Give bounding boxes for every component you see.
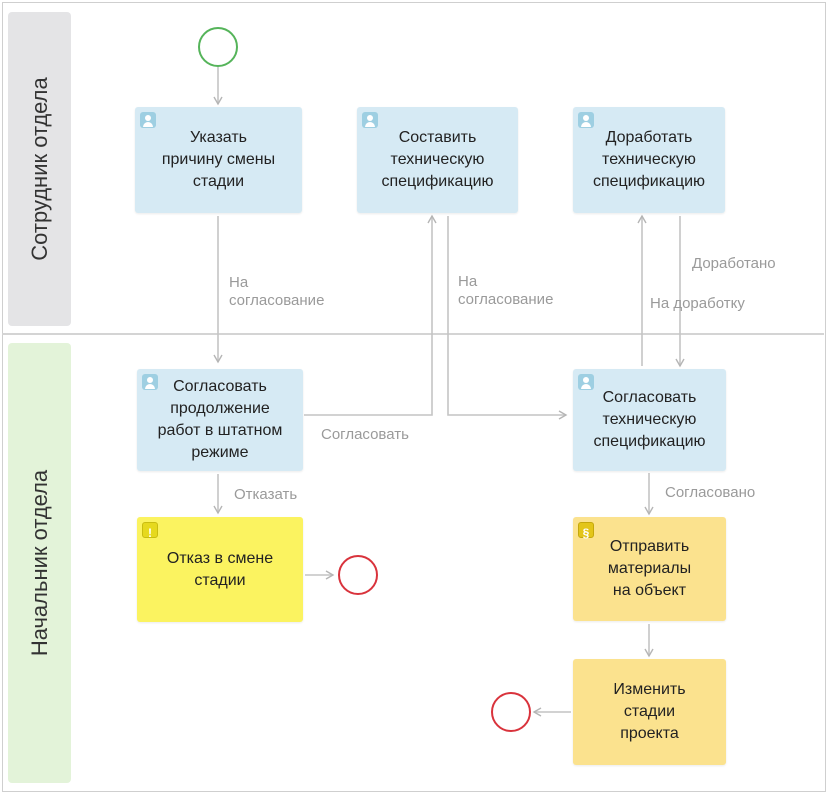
- user-icon: [362, 112, 378, 128]
- user-icon: [578, 112, 594, 128]
- script-send-materials[interactable]: § Отправить материалы на объект: [573, 517, 726, 621]
- edge-label-approved: Согласовано: [665, 484, 756, 501]
- user-icon: [142, 374, 158, 390]
- user-icon: [140, 112, 156, 128]
- exclamation-icon: !: [142, 522, 158, 540]
- edge-label-to-approval-1: На согласование: [229, 274, 325, 309]
- edge-label-refuse: Отказать: [234, 486, 298, 503]
- task-indicate-reason-label: Указать причину смены стадии: [161, 129, 276, 190]
- lane-employee: Сотрудник отдела: [8, 12, 71, 326]
- edge-label-approve: Согласовать: [321, 426, 409, 443]
- task-indicate-reason[interactable]: Указать причину смены стадии: [135, 107, 302, 213]
- user-icon: [578, 374, 594, 390]
- task-approve-spec[interactable]: Согласовать техническую спецификацию: [573, 369, 726, 471]
- task-approve-spec-label: Согласовать техническую спецификацию: [593, 389, 706, 450]
- script-change-stages-label: Изменить стадии проекта: [613, 681, 686, 742]
- lane-divider: [2, 333, 824, 335]
- task-approve-continue[interactable]: Согласовать продолжение работ в штатном …: [137, 369, 303, 471]
- notification-refusal[interactable]: ! Отказ в смене стадии: [137, 517, 303, 622]
- script-change-stages[interactable]: Изменить стадии проекта: [573, 659, 726, 765]
- edge-label-to-approval-2: На согласование: [458, 273, 554, 308]
- notification-refusal-label: Отказ в смене стадии: [166, 549, 274, 589]
- task-approve-continue-label: Согласовать продолжение работ в штатном …: [157, 378, 283, 461]
- lane-head: Начальник отдела: [8, 343, 71, 783]
- edge-label-to-rework: На доработку: [650, 295, 745, 312]
- task-rework-spec-label: Доработать техническую спецификацию: [592, 129, 706, 190]
- task-compose-spec[interactable]: Составить техническую спецификацию: [357, 107, 518, 213]
- task-rework-spec[interactable]: Доработать техническую спецификацию: [573, 107, 725, 213]
- start-event[interactable]: [198, 27, 238, 67]
- script-icon: §: [578, 522, 594, 540]
- end-event-change[interactable]: [491, 692, 531, 732]
- edge-approve-continue-to-compose: [304, 214, 437, 416]
- end-event-refusal[interactable]: [338, 555, 378, 595]
- task-compose-spec-label: Составить техническую спецификацию: [381, 129, 494, 190]
- edge-label-reworked: Доработано: [692, 255, 776, 272]
- script-send-materials-label: Отправить материалы на объект: [607, 538, 692, 599]
- edge-compose-to-approve-spec: [447, 216, 568, 420]
